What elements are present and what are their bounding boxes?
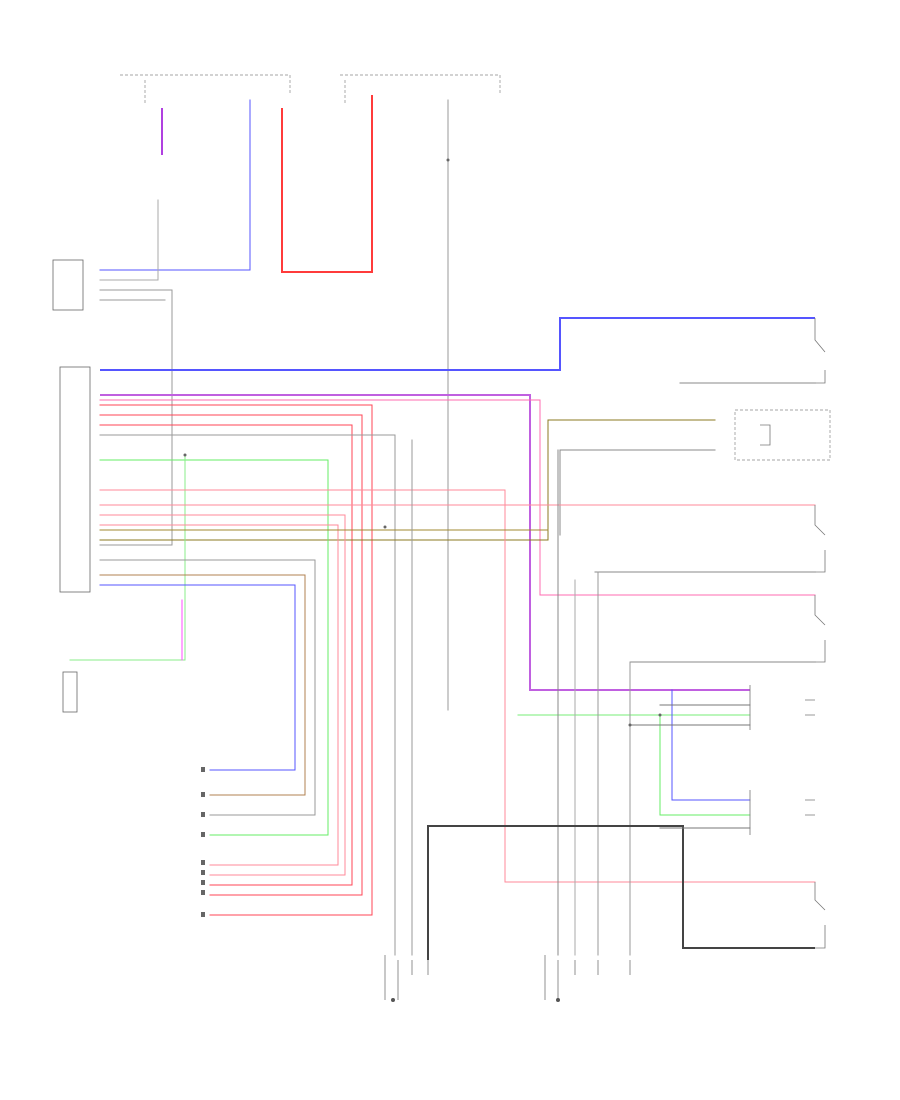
right-components [749,318,826,949]
bottom-grounds [384,955,631,1002]
instrument-cluster [734,409,831,461]
wires [69,95,816,960]
splice-points [183,158,662,727]
upper-connector [52,259,84,311]
small-relay [62,671,78,713]
top-dashed-boundaries [120,74,501,103]
left-pin-markers [201,767,205,917]
main-module [59,366,91,593]
